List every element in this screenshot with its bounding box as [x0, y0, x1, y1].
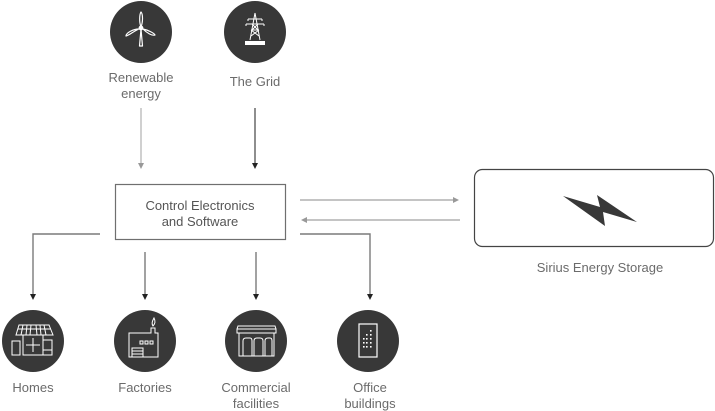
- renewable-label-line1: Renewable: [108, 70, 173, 85]
- lightning-bolt-icon: [563, 195, 637, 226]
- grid-circle: [224, 1, 286, 63]
- house-solar-icon: [11, 324, 54, 356]
- source-renewable: Renewable energy: [108, 1, 174, 101]
- arrow-to-office: [300, 233, 373, 300]
- renewable-label-line2: energy: [121, 86, 161, 101]
- office-label-line1: Office: [353, 380, 387, 395]
- power-pylon-icon: [245, 12, 265, 45]
- commercial-circle: [225, 310, 287, 372]
- factories-label: Factories: [118, 380, 172, 395]
- storage-box: Sirius Energy Storage: [473, 168, 715, 275]
- consumer-commercial: Commercial facilities: [221, 310, 291, 411]
- controller-label-line1: Control Electronics: [145, 198, 255, 213]
- consumer-office: Office buildings: [337, 310, 399, 411]
- office-circle: [337, 310, 399, 372]
- wind-turbine-icon: [125, 11, 156, 47]
- office-label-line2: buildings: [344, 396, 396, 411]
- controller-label-line2: and Software: [162, 214, 239, 229]
- consumer-homes: Homes: [2, 310, 64, 395]
- controller-box: Control Electronics and Software: [114, 183, 287, 241]
- commercial-label-line1: Commercial: [221, 380, 290, 395]
- arrow-to-homes: [30, 233, 100, 300]
- consumer-factories: Factories: [114, 310, 176, 395]
- storage-label: Sirius Energy Storage: [537, 260, 663, 275]
- source-grid: The Grid: [224, 1, 286, 89]
- commercial-label-line2: facilities: [233, 396, 280, 411]
- grid-label: The Grid: [230, 74, 281, 89]
- storefront-icon: [236, 325, 277, 357]
- factory-icon: [128, 316, 159, 358]
- homes-label: Homes: [12, 380, 54, 395]
- office-building-icon: [358, 323, 378, 358]
